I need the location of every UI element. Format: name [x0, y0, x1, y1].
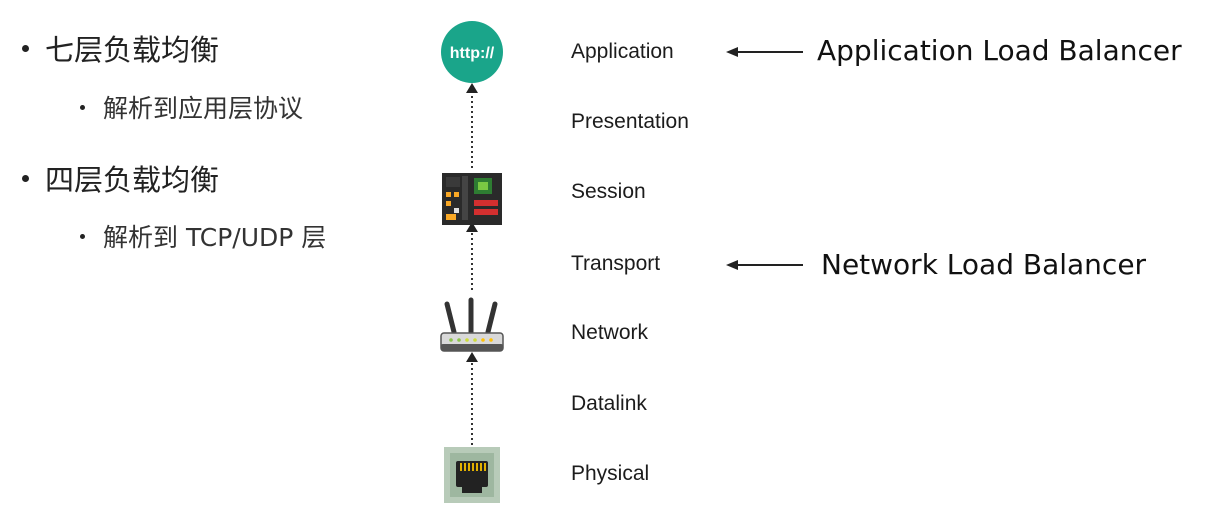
arrowhead-up: [466, 83, 478, 93]
bullet-four-layer: 四层负载均衡: [22, 157, 219, 199]
http-globe-icon: http://: [441, 21, 503, 83]
http-label: http://: [450, 45, 495, 62]
network-load-balancer-label: Network Load Balancer: [821, 248, 1147, 281]
layer-datalink: Datalink: [571, 392, 647, 415]
arrowhead-left: [726, 47, 738, 57]
bullet-dot: [22, 174, 29, 182]
sub-bullet-tcp-udp: 解析到 TCP/UDP 层: [80, 218, 326, 254]
bullet-text: 七层负载均衡: [45, 33, 220, 67]
bullet-dot: [80, 233, 85, 239]
layer-application: Application: [571, 40, 674, 63]
bullet-dot: [22, 44, 29, 52]
arrowhead-up: [466, 222, 478, 232]
arrowhead-up: [466, 352, 478, 362]
layer-session: Session: [571, 180, 646, 203]
ethernet-port-icon: [444, 447, 500, 503]
balancer-pointer-arrows: [726, 47, 803, 270]
layer-network: Network: [571, 321, 649, 344]
connector-arrowheads: [466, 83, 478, 362]
bullet-seven-layer: 七层负载均衡: [22, 27, 219, 69]
arrowhead-left: [726, 260, 738, 270]
layer-presentation: Presentation: [571, 110, 689, 133]
sub-bullet-text: 解析到 TCP/UDP 层: [103, 223, 327, 252]
application-load-balancer-label: Application Load Balancer: [817, 34, 1182, 67]
sub-bullet-app-protocol: 解析到应用层协议: [80, 89, 303, 125]
bullet-text: 四层负载均衡: [45, 163, 220, 197]
layer-transport: Transport: [571, 252, 661, 275]
sub-bullet-text: 解析到应用层协议: [103, 94, 304, 123]
circuit-board-icon: [442, 173, 502, 225]
bullet-dot: [80, 104, 85, 110]
router-icon: [440, 297, 504, 352]
layer-physical: Physical: [571, 462, 650, 485]
